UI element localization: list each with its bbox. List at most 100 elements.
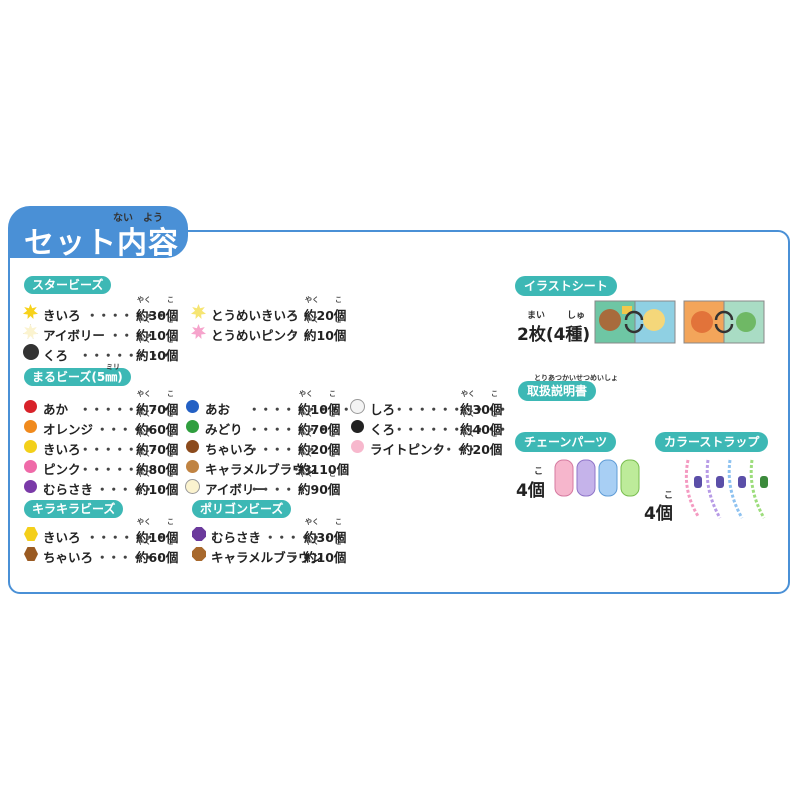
leader-dots: ・・・・・・・・・ — [248, 402, 353, 417]
yaku-ruby: やく — [461, 390, 475, 398]
leader-dots: ・・ — [290, 462, 314, 477]
bead-label: むらさき — [211, 530, 262, 545]
leader-dots: ・・・・・・・ — [79, 442, 161, 457]
category-polygon-beads: ポリゴンビーズ — [192, 500, 292, 518]
bead-label: むらさき — [43, 482, 94, 497]
bead-label: ピンク — [43, 462, 81, 477]
bead-amount: 約10個 — [136, 328, 179, 343]
bead-round-icon — [186, 420, 199, 433]
bead-amount: 約30個 — [460, 402, 503, 417]
bead-label: ライトピンク — [370, 442, 446, 457]
illust-sheet-images — [594, 300, 765, 344]
bead-amount: 約10個 — [304, 328, 347, 343]
ko-ruby: こ — [491, 410, 498, 418]
ko-ruby: こ — [329, 410, 336, 418]
yaku-ruby: やく — [137, 430, 151, 438]
yaku-ruby: やく — [299, 450, 313, 458]
bead-label: オレンジ — [43, 422, 94, 437]
leader-dots: ・・・・・・・ — [264, 530, 346, 545]
chain-part-blue-icon — [598, 459, 618, 497]
ko-ruby: こ — [167, 430, 174, 438]
leader-dots: ・・・・・ — [248, 482, 307, 497]
yaku-ruby: やく — [137, 538, 151, 546]
ko-ruby: こ — [167, 296, 174, 304]
swap-arrow-icon — [624, 310, 644, 321]
bead-amount: 約70個 — [136, 402, 179, 417]
leader-dots: ・・ — [288, 308, 312, 323]
illust-sheet-title: イラストシート — [515, 276, 617, 296]
yaku-ruby: やく — [137, 390, 151, 398]
illust-sheet-count: 2枚(4種) — [517, 325, 591, 345]
bead-amount: 約10個 — [298, 402, 341, 417]
ko-ruby: こ — [167, 518, 174, 526]
bead-round-icon — [351, 440, 364, 453]
title-ruby-nai: ない — [113, 213, 133, 224]
ko-ruby: こ — [329, 470, 336, 478]
ko-ruby: こ — [491, 430, 498, 438]
bead-label: くろ — [370, 422, 396, 437]
ko-ruby: こ — [335, 538, 342, 546]
bead-amount: 約20個 — [304, 308, 347, 323]
yaku-ruby: やく — [137, 470, 151, 478]
bead-hexagon-icon — [24, 527, 38, 541]
leader-dots: ・・・・ — [431, 442, 478, 457]
bead-label: きいろ — [43, 442, 81, 457]
manual-title: 取扱説明書 — [518, 381, 597, 401]
yaku-ruby: やく — [305, 518, 319, 526]
category-round-beads: まるビーズ(5㎜) — [24, 368, 131, 386]
bead-label: アイボリー — [43, 328, 105, 343]
ko-ruby: こ — [335, 296, 342, 304]
bead-label: アイボリー — [205, 482, 267, 497]
ko-ruby: こ — [167, 450, 174, 458]
bead-round-icon — [186, 440, 199, 453]
yaku-ruby: やく — [137, 336, 151, 344]
bead-label: キャラメルブラウン — [205, 462, 318, 477]
ko-ruby: こ — [167, 410, 174, 418]
bead-amount: 約110個 — [298, 462, 350, 477]
yaku-ruby: やく — [299, 410, 313, 418]
leader-dots: ・・・・・・・ — [79, 462, 161, 477]
color-strap-images — [684, 459, 768, 519]
bead-label: とうめいピンク — [211, 328, 299, 343]
ko-ruby: こ — [491, 390, 498, 398]
leader-dots: ・・・・・・ — [96, 550, 166, 565]
yaku-ruby: やく — [305, 296, 319, 304]
bead-amount: 約10個 — [136, 348, 179, 363]
title-ruby-you: よう — [143, 213, 163, 224]
yaku-ruby: やく — [461, 430, 475, 438]
bead-round-icon — [351, 420, 364, 433]
bead-amount: 約60個 — [136, 422, 179, 437]
bead-label: しろ — [370, 402, 396, 417]
squirrel-character-icon — [691, 311, 713, 333]
ko-ruby: こ — [329, 450, 336, 458]
leader-dots: ・・・・・・ — [96, 482, 166, 497]
bead-label: くろ — [43, 348, 69, 363]
bead-amount: 約60個 — [136, 550, 179, 565]
bead-round-icon — [24, 440, 37, 453]
ko-ruby: こ — [335, 518, 342, 526]
leader-dots: ・・・・・・・ — [248, 422, 330, 437]
bead-label: みどり — [205, 422, 243, 437]
bead-round-icon — [186, 460, 199, 473]
color-strap-count: 4個 — [644, 504, 673, 524]
bead-round-icon — [351, 400, 364, 413]
color-strap-title: カラーストラップ — [655, 432, 769, 452]
category-kirakira-beads: キラキラビーズ — [24, 500, 124, 518]
yaku-ruby: やく — [299, 430, 313, 438]
title-tab — [8, 206, 188, 258]
bead-amount: 約20個 — [460, 442, 503, 457]
ko-ruby: こ — [167, 470, 174, 478]
yaku-ruby: やく — [137, 296, 151, 304]
leader-dots: ・・・・・・・・ — [79, 348, 172, 363]
bead-label: きいろ — [43, 530, 81, 545]
ko-ruby: こ — [329, 430, 336, 438]
leader-dots: ・・・・・・・ — [86, 530, 168, 545]
swap-arrow-icon-2 — [714, 310, 734, 321]
bead-label: あお — [205, 402, 231, 417]
bead-label: ちゃいろ — [43, 550, 94, 565]
ko-ruby: こ — [167, 336, 174, 344]
chain-part-green-icon — [620, 459, 640, 497]
page-title: セット内容 — [24, 226, 179, 261]
leader-dots: ・・・・・・・・ — [79, 402, 172, 417]
bead-label: キャラメルブラウン — [211, 550, 324, 565]
